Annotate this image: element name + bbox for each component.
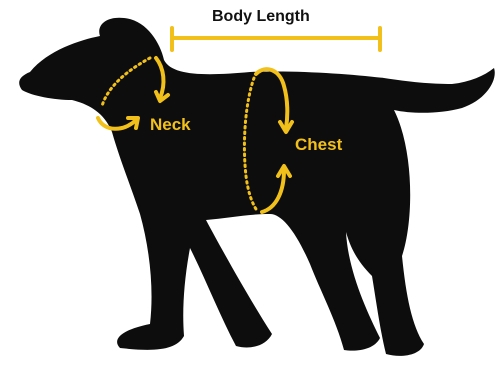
body-length-bar [172, 28, 380, 50]
neck-label: Neck [150, 116, 191, 133]
dog-silhouette [19, 18, 495, 356]
body-length-label: Body Length [212, 9, 310, 25]
chest-label: Chest [295, 136, 342, 153]
